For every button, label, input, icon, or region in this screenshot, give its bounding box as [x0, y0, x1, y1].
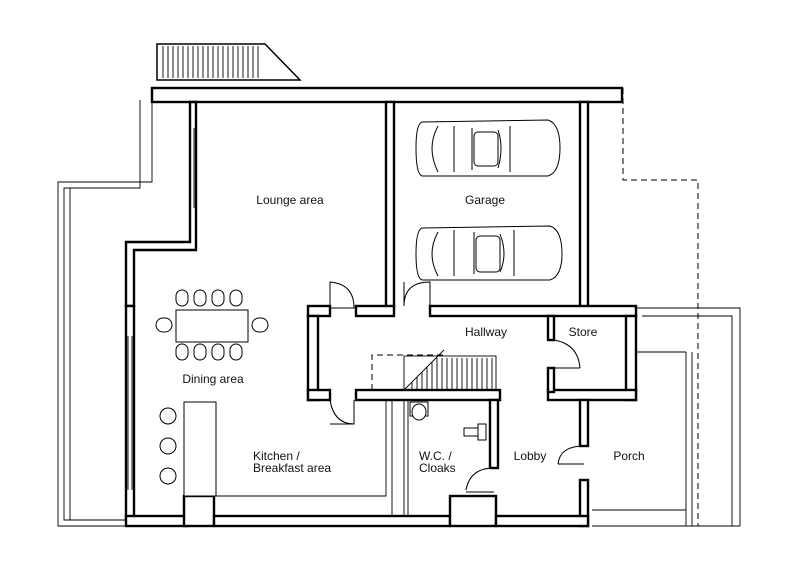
room-label-hallway: Hallway [465, 325, 507, 339]
room-label-porch: Porch [613, 449, 644, 463]
room-label-kitchen-line1: Kitchen / [253, 449, 300, 463]
terrace-outline [57, 100, 153, 527]
wc-icon [409, 401, 429, 421]
room-label-lounge: Lounge area [256, 193, 324, 207]
walls [124, 86, 638, 528]
room-label-kitchen-line2: Breakfast area [253, 461, 331, 475]
room-label-garage: Garage [465, 193, 505, 207]
car-icon [415, 119, 561, 177]
kitchen-island [183, 401, 217, 497]
room-label-lobby: Lobby [514, 449, 547, 463]
external-stair-icon [156, 43, 302, 81]
dining-table-icon [155, 289, 269, 361]
porch-outline [592, 307, 741, 527]
room-label-store: Store [569, 325, 598, 339]
car-icon [415, 225, 563, 281]
interior-lines [127, 128, 409, 516]
stool-icon [159, 407, 177, 485]
doors [329, 281, 585, 493]
room-label-wc-line1: W.C. / [419, 449, 452, 463]
basin-icon [463, 423, 487, 441]
dashed-outline [371, 88, 699, 526]
room-label-dining: Dining area [182, 372, 244, 386]
staircase-icon [403, 349, 497, 391]
room-label-wc-line2: Cloaks [419, 461, 456, 475]
